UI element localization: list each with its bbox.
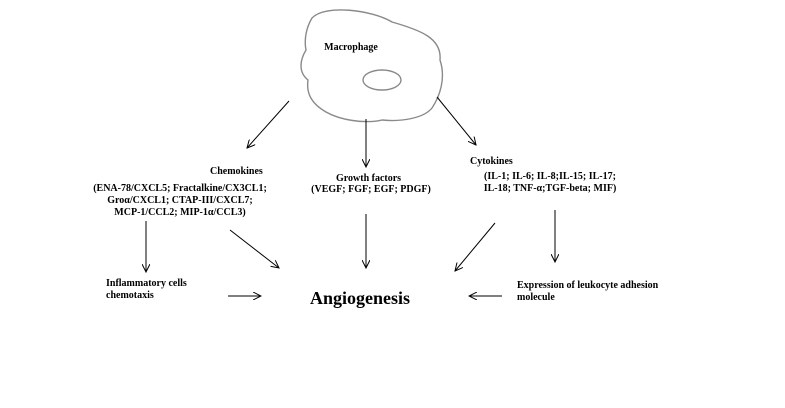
arrow-cytokines-to-angiogenesis — [455, 222, 496, 271]
chemokines-title: Chemokines — [210, 166, 263, 177]
chemokines-line: MCP-1/CCL2; MIP-1α/CCL3) — [114, 207, 246, 218]
chemokines-line: (ENA-78/CXCL5; Fractalkine/CX3CL1; — [93, 183, 267, 194]
arrow-macrophage-to-cytokines — [436, 96, 476, 145]
arrow-macrophage-to-chemokines — [247, 100, 290, 148]
cytokines-title: Cytokines — [470, 156, 513, 167]
growth-factors-line: (VEGF; FGF; EGF; PDGF) — [311, 184, 431, 195]
macrophage-nucleus — [362, 69, 402, 91]
growth-factors-list: (VEGF; FGF; EGF; PDGF) — [309, 184, 433, 196]
cytokines-list: (IL-1; IL-6; IL-8;IL-15; IL-17; IL-18; T… — [470, 171, 630, 195]
leukocyte-adhesion-line: molecule — [517, 292, 555, 303]
inflammatory-cells-label: Inflammatory cells chemotaxis — [106, 278, 187, 302]
arrow-chemokines-to-angiogenesis — [229, 229, 279, 268]
macrophage-cell-outline — [300, 9, 444, 123]
leukocyte-adhesion-line: Expression of leukocyte adhesion — [517, 280, 659, 291]
inflammatory-cells-line: chemotaxis — [106, 290, 154, 301]
macrophage-label: Macrophage — [324, 42, 378, 53]
cytokines-line: (IL-1; IL-6; IL-8;IL-15; IL-17; — [484, 171, 616, 182]
chemokines-list: (ENA-78/CXCL5; Fractalkine/CX3CL1; Groα/… — [82, 183, 278, 219]
cytokines-line: IL-18; TNF-α;TGF-beta; MIF) — [483, 183, 617, 194]
inflammatory-cells-line: Inflammatory cells — [106, 278, 187, 289]
angiogenesis-label: Angiogenesis — [310, 288, 411, 308]
chemokines-line: Groα/CXCL1; CTAP-III/CXCL7; — [107, 195, 253, 206]
growth-factors-title: Growth factors — [336, 173, 402, 184]
leukocyte-adhesion-label: Expression of leukocyte adhesion molecul… — [517, 280, 658, 304]
